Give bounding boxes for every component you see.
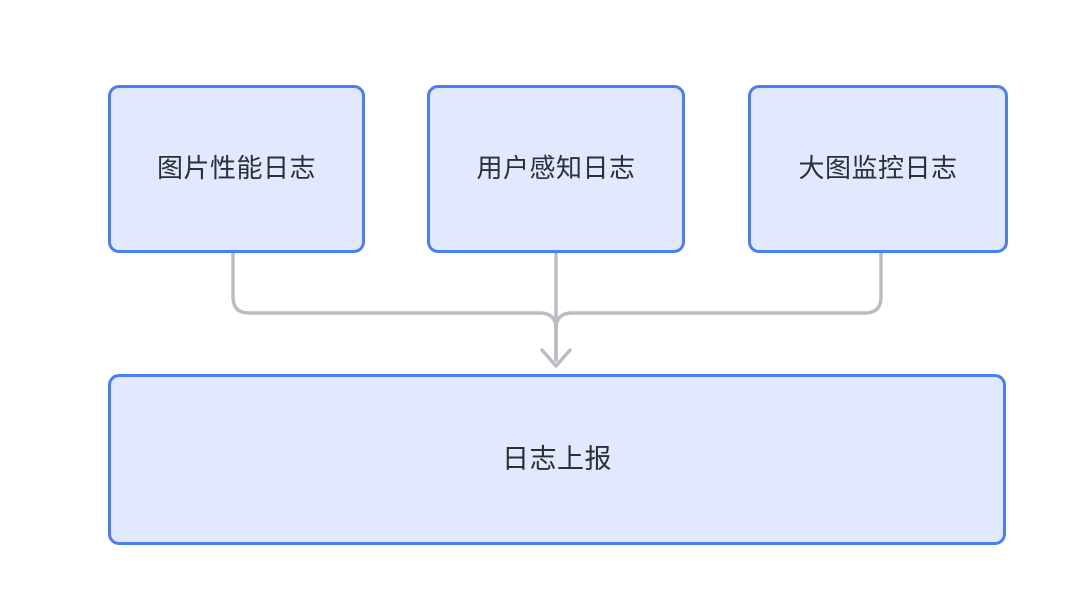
node-label: 日志上报 <box>502 444 612 475</box>
node-user-perception-log[interactable]: 用户感知日志 <box>427 85 685 253</box>
node-label: 图片性能日志 <box>156 153 316 184</box>
edge-arrowhead-icon <box>540 348 572 368</box>
edge-right-connector <box>554 251 883 362</box>
node-label: 大图监控日志 <box>798 153 958 184</box>
node-large-image-monitor-log[interactable]: 大图监控日志 <box>748 85 1008 253</box>
node-image-performance-log[interactable]: 图片性能日志 <box>108 85 365 253</box>
node-label: 用户感知日志 <box>476 153 636 184</box>
edge-left-connector <box>231 251 558 362</box>
node-log-reporting[interactable]: 日志上报 <box>108 374 1006 545</box>
